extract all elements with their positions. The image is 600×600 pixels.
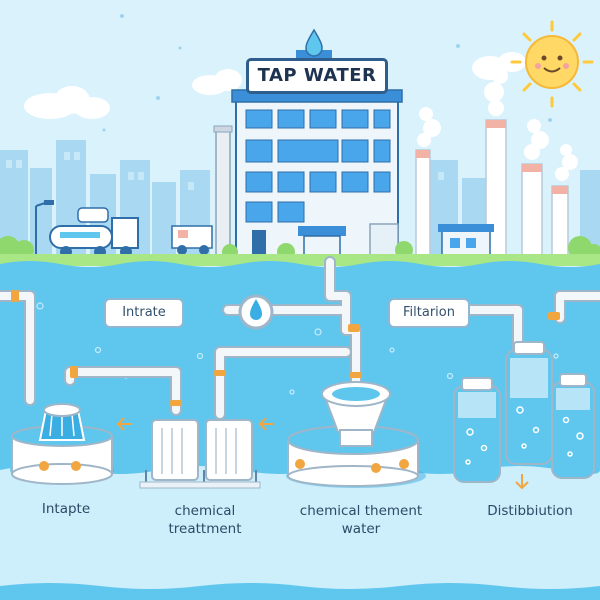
sun-icon bbox=[510, 20, 594, 108]
city-windows bbox=[6, 152, 444, 190]
pipe-network bbox=[0, 256, 600, 420]
cloud-center bbox=[192, 69, 242, 95]
middle-stage-label: chemical thement water bbox=[286, 502, 436, 538]
filtration-callout-box: Filtarion bbox=[388, 298, 470, 328]
distribution-tanks bbox=[453, 341, 595, 483]
sky-sparkles bbox=[102, 14, 552, 132]
distribution-stage-label: Distibbiution bbox=[487, 503, 573, 519]
flow-arrow-down bbox=[515, 474, 529, 490]
tap-water-sign: TAP WATER bbox=[246, 58, 388, 94]
filter-cylinders bbox=[139, 419, 261, 489]
cloud-left bbox=[24, 86, 110, 119]
tanker-truck bbox=[49, 207, 139, 258]
smokestacks bbox=[415, 68, 578, 261]
treatment-tank bbox=[286, 381, 426, 488]
pickup-truck bbox=[171, 225, 213, 255]
bottom-water bbox=[0, 583, 600, 600]
chemical-label-line1: chemical bbox=[174, 503, 236, 519]
intake-callout-box: Intrate bbox=[104, 298, 184, 328]
intake-stage-label: Intapte bbox=[41, 501, 91, 517]
pipe-joints bbox=[11, 290, 560, 406]
chemical-treatment-stage-label: chemical treattment bbox=[140, 502, 270, 538]
street-lamp bbox=[35, 200, 54, 258]
lower-water bbox=[0, 466, 600, 600]
flow-arrow-left-1 bbox=[116, 417, 132, 431]
valve-drop-icon bbox=[238, 294, 274, 330]
chimney-left bbox=[213, 125, 233, 261]
intake-basin bbox=[10, 403, 114, 485]
middle-label-line1: chemical thement bbox=[299, 503, 423, 519]
chemical-label-line2: treattment bbox=[168, 521, 242, 537]
steam-puffs bbox=[417, 68, 578, 181]
middle-label-line2: water bbox=[341, 521, 381, 537]
flow-arrow-left-2 bbox=[258, 417, 274, 431]
